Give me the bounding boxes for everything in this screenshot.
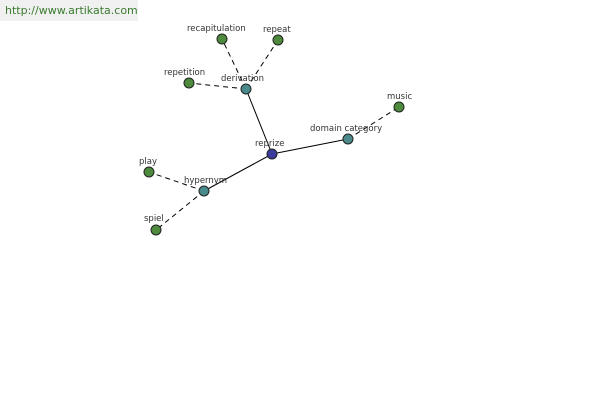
- edge-derivation-recapitulation: [221, 38, 247, 90]
- label-recapitulation: recapitulation: [187, 24, 246, 34]
- edge-hypernym-play: [148, 171, 205, 192]
- graph-edges: [148, 38, 400, 231]
- node-spiel[interactable]: [150, 224, 162, 236]
- edge-reprize-hypernym: [203, 153, 273, 192]
- label-hypernym: hypernym: [184, 176, 227, 186]
- edge-domain-music: [347, 106, 400, 140]
- label-repeat: repeat: [263, 25, 291, 35]
- graph-nodes: [143, 33, 405, 236]
- label-repetition: repetition: [164, 68, 205, 78]
- node-domain-category[interactable]: [342, 133, 354, 145]
- label-play: play: [139, 157, 157, 167]
- node-play[interactable]: [143, 166, 155, 178]
- node-music[interactable]: [393, 101, 405, 113]
- label-derivation: derivation: [221, 74, 264, 84]
- graph-labels: reprize derivation hypernym domain categ…: [139, 24, 412, 224]
- edge-reprize-domain-category: [271, 138, 349, 155]
- node-derivation[interactable]: [240, 83, 252, 95]
- node-repetition[interactable]: [183, 77, 195, 89]
- watermark-url[interactable]: http://www.artikata.com: [0, 0, 138, 21]
- edge-hypernym-spiel: [155, 190, 205, 231]
- label-reprize: reprize: [255, 139, 284, 149]
- edge-derivation-repeat: [245, 39, 279, 90]
- node-recapitulation[interactable]: [216, 33, 228, 45]
- label-spiel: spiel: [144, 214, 164, 224]
- node-hypernym[interactable]: [198, 185, 210, 197]
- label-music: music: [387, 92, 412, 102]
- node-repeat[interactable]: [272, 34, 284, 46]
- edge-reprize-derivation: [245, 88, 273, 155]
- label-domain-category: domain category: [310, 124, 382, 134]
- node-reprize[interactable]: [266, 148, 278, 160]
- edge-derivation-repetition: [188, 82, 247, 90]
